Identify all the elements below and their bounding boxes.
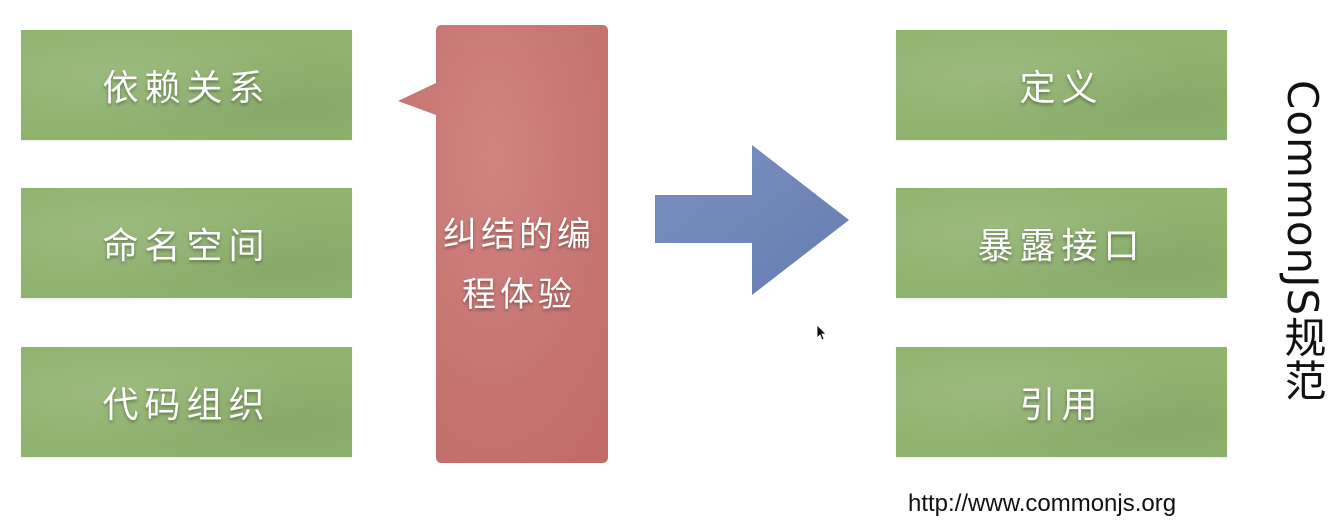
callout-bubble: 纠结的编 程体验 (398, 25, 610, 465)
url-text: http://www.commonjs.org (908, 490, 1177, 517)
callout-line-1: 纠结的编 (443, 215, 595, 255)
right-box-reference: 引用 (896, 347, 1227, 457)
callout-text: 纠结的编 程体验 (430, 205, 608, 325)
right-box-label: 定义 (1019, 68, 1104, 109)
right-box-definition: 定义 (896, 30, 1227, 140)
vertical-title: CommonJS规范 (1278, 80, 1327, 403)
callout-line-2: 程体验 (462, 275, 576, 315)
mouse-pointer-icon (816, 324, 827, 341)
left-box-label: 代码组织 (102, 385, 271, 426)
callout-shape (398, 25, 608, 463)
left-box-namespace: 命名空间 (21, 188, 352, 298)
right-box-label: 暴露接口 (977, 226, 1146, 267)
left-box-label: 依赖关系 (102, 68, 271, 109)
right-arrow-icon (655, 145, 849, 295)
right-box-expose-interface: 暴露接口 (896, 188, 1227, 298)
right-box-label: 引用 (1019, 385, 1104, 426)
left-box-label: 命名空间 (102, 226, 271, 267)
left-box-dependencies: 依赖关系 (21, 30, 352, 140)
left-box-code-organization: 代码组织 (21, 347, 352, 457)
